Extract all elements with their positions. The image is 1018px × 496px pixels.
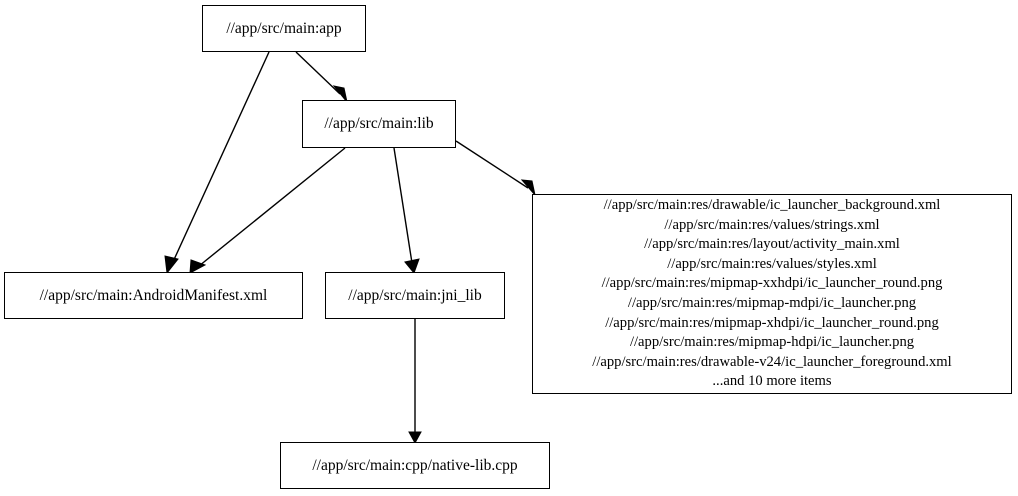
graph-node-lib[interactable]: //app/src/main:lib xyxy=(302,100,456,148)
graph-node-androidmanifest-label: //app/src/main:AndroidManifest.xml xyxy=(39,286,268,304)
graph-node-app[interactable]: //app/src/main:app xyxy=(202,5,366,52)
graph-node-native-lib-cpp-label: //app/src/main:cpp/native-lib.cpp xyxy=(312,456,518,474)
edge-lib-to-manifest xyxy=(189,147,346,274)
edge-app-to-manifest xyxy=(164,51,270,275)
edge-app-to-lib xyxy=(295,51,348,103)
graph-node-jni-lib[interactable]: //app/src/main:jni_lib xyxy=(325,272,505,319)
edge-lib-to-res_group xyxy=(455,140,536,196)
graph-node-res-group[interactable]: //app/src/main:res/drawable/ic_launcher_… xyxy=(532,194,1012,394)
edge-jni_lib-to-native_lib xyxy=(408,319,422,445)
graph-node-res-group-label: //app/src/main:res/drawable/ic_launcher_… xyxy=(592,197,952,390)
graph-node-androidmanifest[interactable]: //app/src/main:AndroidManifest.xml xyxy=(4,272,303,319)
edge-lib-to-jni_lib xyxy=(393,147,420,275)
graph-node-lib-label: //app/src/main:lib xyxy=(324,115,434,133)
graph-node-jni-lib-label: //app/src/main:jni_lib xyxy=(348,286,482,304)
graph-node-app-label: //app/src/main:app xyxy=(226,19,342,37)
graph-node-native-lib-cpp[interactable]: //app/src/main:cpp/native-lib.cpp xyxy=(280,442,550,489)
